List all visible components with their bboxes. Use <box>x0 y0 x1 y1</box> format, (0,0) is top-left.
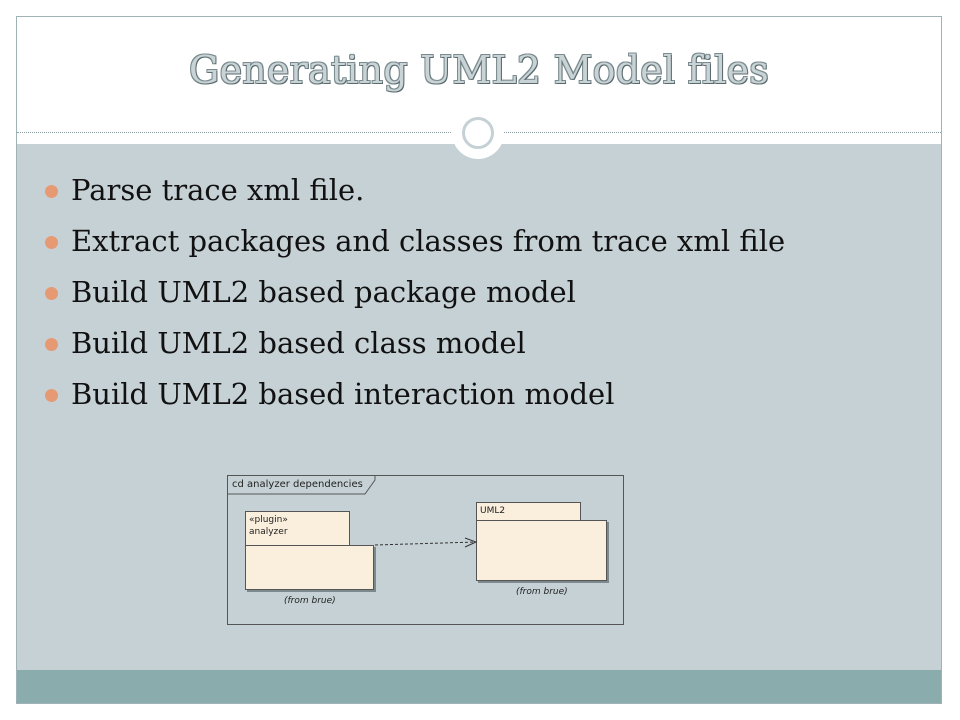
bullet-dot-icon <box>45 389 58 402</box>
bullet-item: Build UML2 based interaction model <box>45 374 785 425</box>
bullet-dot-icon <box>45 338 58 351</box>
dependency-arrow <box>374 537 478 548</box>
bullet-dot-icon <box>45 185 58 198</box>
bullet-text: Build UML2 based interaction model <box>71 377 615 411</box>
footer-bar <box>17 670 941 703</box>
bullet-list: Parse trace xml file. Extract packages a… <box>45 170 785 425</box>
package-analyzer-tab <box>245 511 350 547</box>
bullet-item: Parse trace xml file. <box>45 170 785 221</box>
divider-ring-icon <box>462 117 494 149</box>
bullet-text: Parse trace xml file. <box>71 173 365 207</box>
bullet-text: Extract packages and classes from trace … <box>71 224 786 258</box>
diagram-frame-tab <box>228 476 376 495</box>
bullet-item: Build UML2 based class model <box>45 323 785 374</box>
package-analyzer-body <box>245 545 374 590</box>
bullet-dot-icon <box>45 236 58 249</box>
slide-title: Generating UML2 Model files <box>189 48 769 92</box>
package-analyzer-name: analyzer <box>249 527 288 537</box>
bullet-item: Build UML2 based package model <box>45 272 785 323</box>
package-uml2-name: UML2 <box>480 506 506 516</box>
package-analyzer-stereotype: «plugin» <box>249 515 288 525</box>
diagram-frame-label: cd analyzer dependencies <box>232 479 363 490</box>
package-analyzer-from-note: (from brue) <box>284 596 336 606</box>
bullet-dot-icon <box>45 287 58 300</box>
bullet-text: Build UML2 based package model <box>71 275 576 309</box>
slide-frame <box>16 16 942 704</box>
uml-diagram: cd analyzer dependencies «plugin» analyz… <box>227 475 624 625</box>
bullet-item: Extract packages and classes from trace … <box>45 221 785 272</box>
package-uml2-from-note: (from brue) <box>516 587 568 597</box>
package-uml2-body <box>476 520 607 581</box>
bullet-text: Build UML2 based class model <box>71 326 526 360</box>
